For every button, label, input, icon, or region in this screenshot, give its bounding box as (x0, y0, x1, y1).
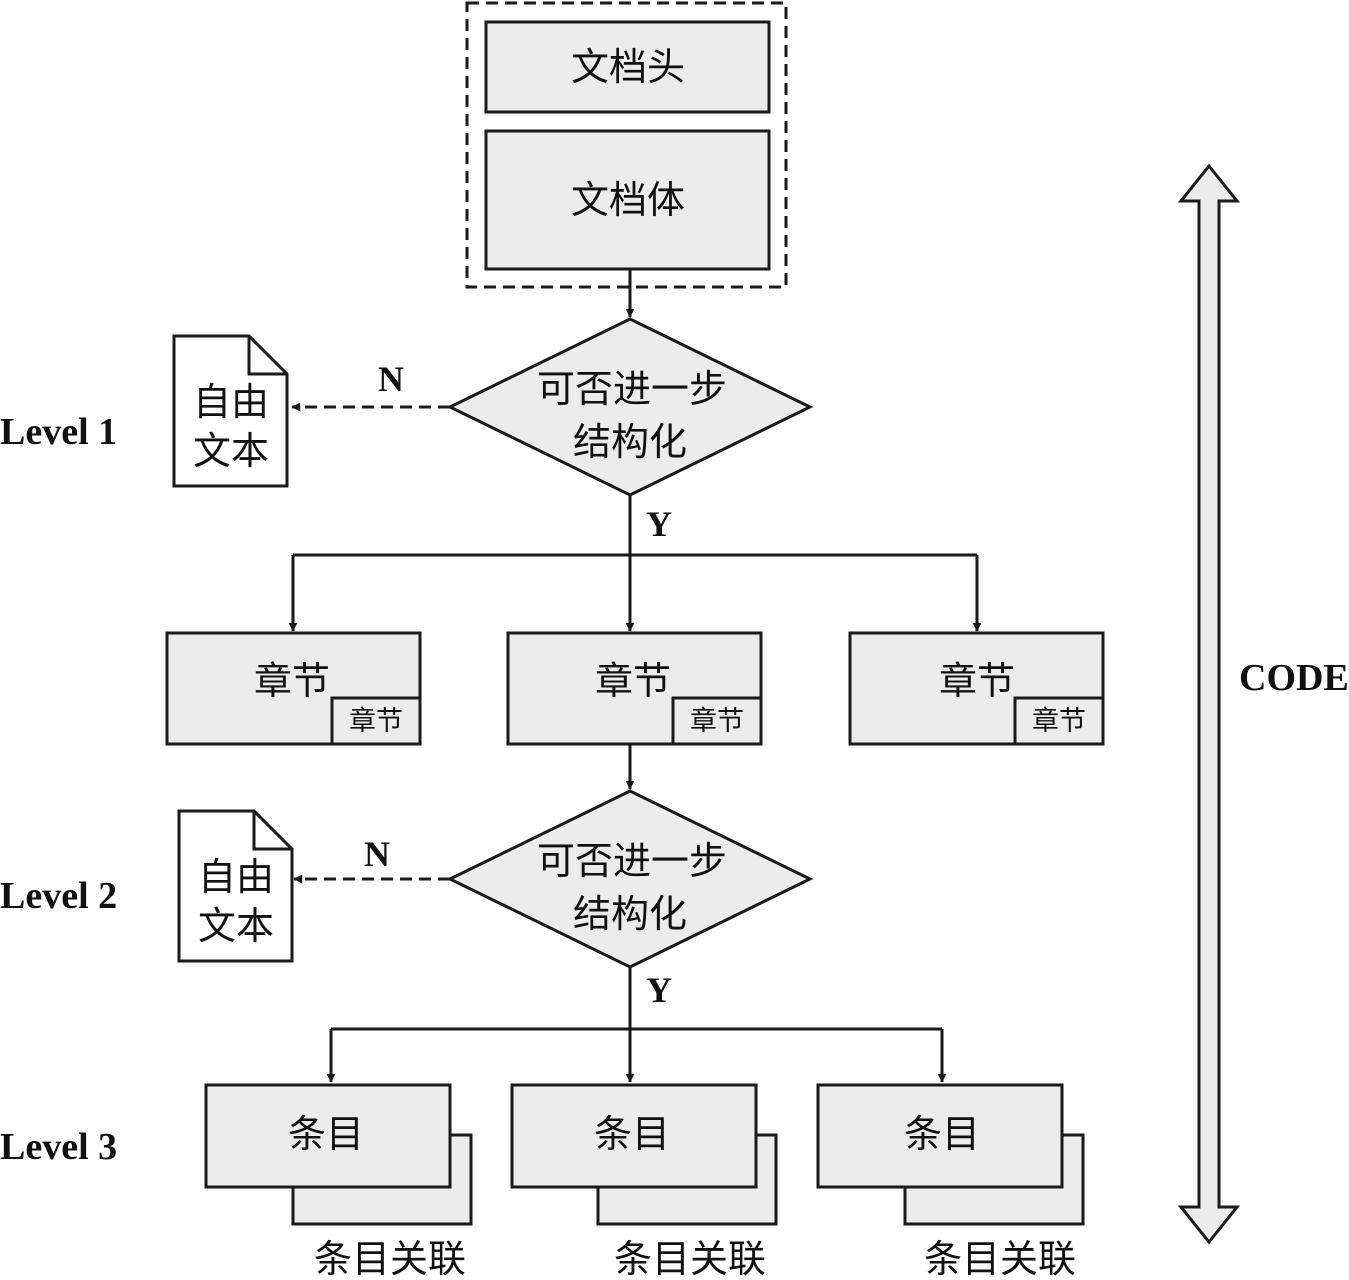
code-label: CODE (1239, 657, 1349, 699)
document-header-box (484, 20, 771, 114)
free-text-1-line-1: 自由 (193, 380, 269, 424)
level-1-label: Level 1 (0, 411, 117, 453)
level-2-label: Level 2 (0, 875, 117, 917)
decision-2-line-2: 结构化 (573, 892, 687, 936)
decision-2-line-1: 可否进一步 (537, 839, 727, 883)
subsection-box-3 (1013, 696, 1105, 746)
free-text-2-line-1: 自由 (198, 855, 274, 899)
section-2-sub: 章节 (690, 706, 744, 737)
entry-box-3 (816, 1083, 1064, 1189)
free-text-1-fold (247, 336, 287, 376)
subsection-box-1 (330, 696, 422, 746)
no-label-2: N (364, 834, 390, 874)
free-text-2-fold (252, 811, 292, 851)
section-3-sub: 章节 (1032, 706, 1086, 737)
section-2-title: 章节 (595, 659, 671, 703)
section-1-sub: 章节 (349, 706, 403, 737)
no-label-1: N (378, 359, 404, 399)
free-text-2-line-2: 文本 (198, 904, 274, 948)
entry-2-relation: 条目关联 (614, 1237, 766, 1280)
entry-1-title: 条目 (288, 1112, 364, 1156)
document-body-box (484, 129, 771, 271)
decision-1-line-1: 可否进一步 (537, 367, 727, 411)
document-header-label: 文档头 (571, 45, 685, 89)
document-container (465, 1, 788, 289)
free-text-1-line-2: 文本 (193, 429, 269, 473)
decision-1-line-2: 结构化 (573, 420, 687, 464)
level-3-label: Level 3 (0, 1126, 117, 1168)
entry-3-relation: 条目关联 (924, 1237, 1076, 1280)
section-1-title: 章节 (254, 659, 330, 703)
entry-2-title: 条目 (594, 1112, 670, 1156)
yes-label-1: Y (646, 504, 672, 544)
entry-box-1 (204, 1083, 452, 1189)
section-3-title: 章节 (939, 659, 1015, 703)
code-double-arrow (1177, 163, 1241, 1245)
entry-box-2 (510, 1083, 758, 1189)
yes-label-2: Y (646, 970, 672, 1010)
entry-1-relation: 条目关联 (314, 1237, 466, 1280)
document-body-label: 文档体 (571, 178, 685, 222)
subsection-box-2 (671, 696, 763, 746)
entry-3-title: 条目 (904, 1112, 980, 1156)
